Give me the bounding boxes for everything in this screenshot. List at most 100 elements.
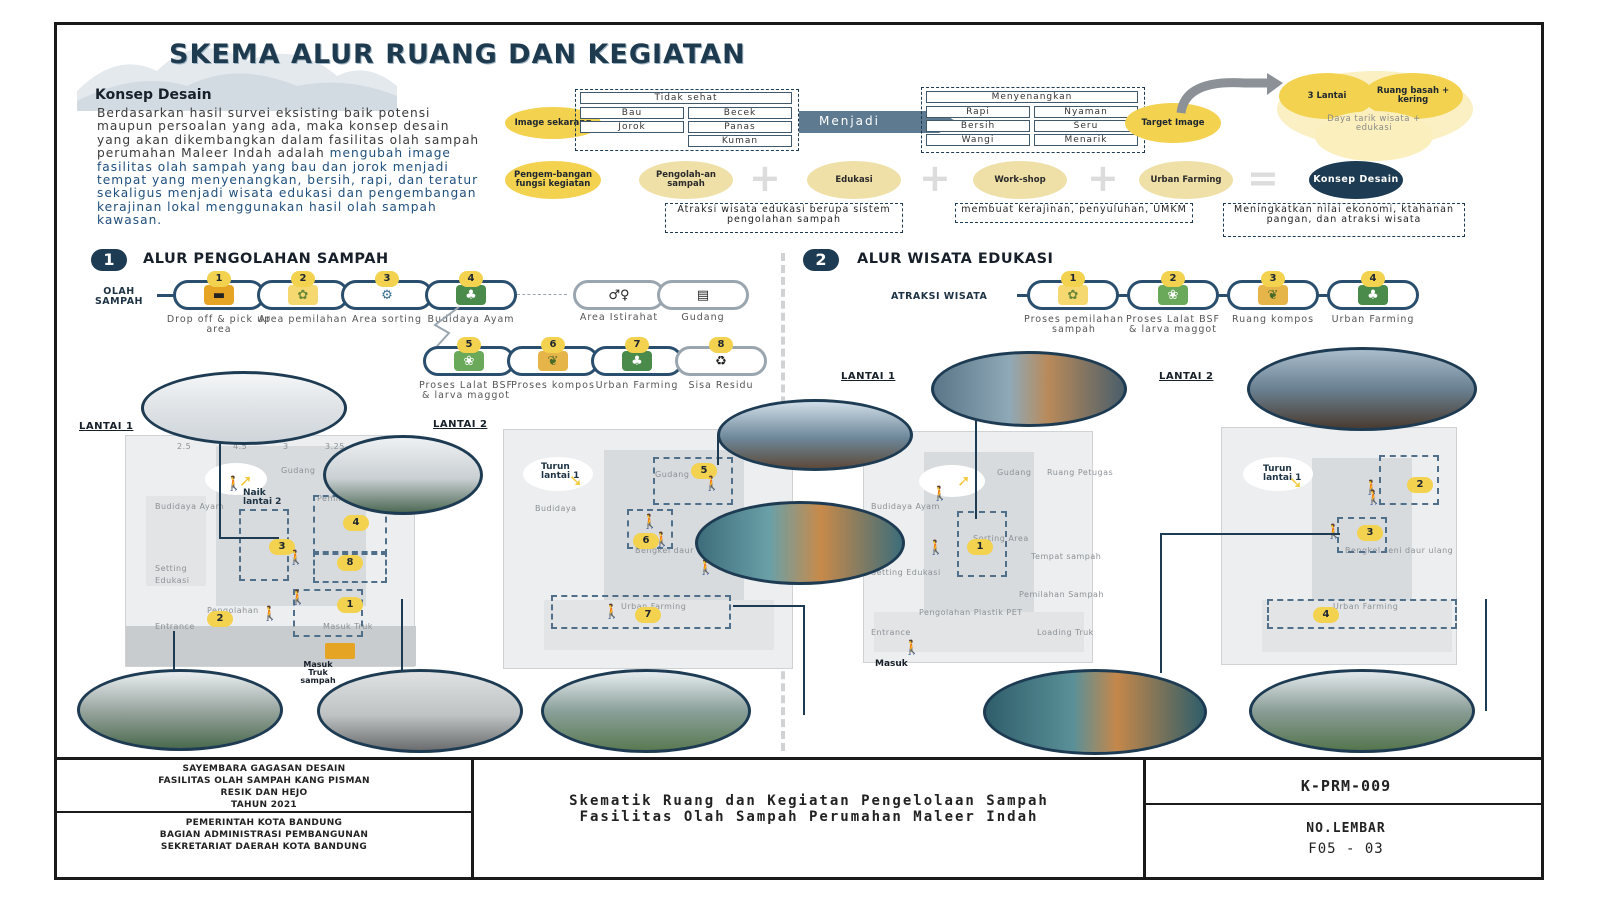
step-number: 2 <box>1161 271 1185 287</box>
s1-lantai1-label: LANTAI 1 <box>79 421 134 432</box>
stair-arrow-circle <box>523 457 593 491</box>
walking-person-icon: 🚶 <box>903 640 921 656</box>
step-number: 1 <box>1061 271 1085 287</box>
step-label: Ruang kompos <box>1231 314 1315 325</box>
room-label: Edukasi <box>155 576 190 585</box>
room-label: Budidaya Ayam <box>155 502 224 511</box>
walking-person-icon: 🚶 <box>1365 490 1383 506</box>
konsep-paragraph: Berdasarkan hasil survei eksisting baik … <box>97 106 485 228</box>
render-photo <box>77 669 283 751</box>
room-label: Urban Farming <box>1333 602 1399 611</box>
edukasi-circle: Edukasi <box>807 161 901 199</box>
pengolahan-circle: Pengolah-an sampah <box>639 161 733 199</box>
section1-number: 1 <box>91 249 127 271</box>
turun-label: Turun lantai 1 <box>541 462 580 481</box>
step-label: Sisa Residu <box>688 380 754 391</box>
leader-line <box>219 537 279 539</box>
leader-line <box>1485 599 1487 711</box>
process-pill-istirahat: ♂♀ <box>573 280 665 310</box>
larva-icon: ❀ <box>1158 285 1188 305</box>
good-cell: Menarik <box>1034 134 1138 146</box>
step-label: Proses Lalat BSF & larva maggot <box>1126 314 1220 335</box>
plus-sign: + <box>749 156 781 200</box>
titleblock-government: PEMERINTAH KOTA BANDUNG BAGIAN ADMINISTR… <box>57 817 471 853</box>
compost-sack-icon: ❦ <box>1258 285 1288 305</box>
room-label: Pengolahan Plastik PET <box>919 608 1023 617</box>
poster-frame: SKEMA ALUR RUANG DAN KEGIATAN Konsep Des… <box>54 22 1544 880</box>
leader-line <box>1160 533 1162 673</box>
good-cell: Seru <box>1034 120 1138 132</box>
step-label: Area Istirahat <box>579 312 659 323</box>
walking-person-icon: 🚶 <box>1325 524 1343 540</box>
s2-lantai2-label: LANTAI 2 <box>1159 371 1214 382</box>
good-cell: Nyaman <box>1034 106 1138 118</box>
konsep-text-plain: Berdasarkan hasil survei eksisting baik … <box>97 106 480 161</box>
bad-cell: Becek <box>688 107 792 119</box>
equals-sign: = <box>1247 156 1279 200</box>
zone-marker: 4 <box>1313 607 1339 623</box>
up-arrow-icon: ➚ <box>239 471 253 490</box>
dimension-label: 2.5 <box>177 442 192 451</box>
room-label: Loading Truk <box>1037 628 1094 637</box>
room-label: Bengkel seni daur ulang <box>1345 546 1454 555</box>
zone-outline <box>1337 517 1387 553</box>
zone-marker: 1 <box>337 597 363 613</box>
tb-line: TAHUN 2021 <box>231 800 297 810</box>
tb-line: FASILITAS OLAH SAMPAH KANG PISMAN <box>158 776 370 786</box>
zone-outline <box>1379 455 1439 505</box>
menjadi-arrow <box>799 111 957 133</box>
room-label: Pengolahan <box>207 606 259 615</box>
dimension-label: 3.25 <box>325 442 345 451</box>
stair-arrow-circle <box>919 465 985 497</box>
up-arrow-icon: ➚ <box>957 471 971 490</box>
room-label: Setting Edukasi <box>871 568 941 577</box>
drawing-title: Skematik Ruang dan Kegiatan Pengelolaan … <box>477 793 1141 825</box>
zone-outline <box>293 589 363 637</box>
drawing-code: K-PRM-009 <box>1300 777 1392 795</box>
stair-arrow-circle <box>1243 457 1313 491</box>
leader-line <box>975 399 977 519</box>
konsep-desain-circle: Konsep Desain <box>1309 161 1403 199</box>
step-label: Drop off & pick up area <box>166 314 272 335</box>
render-photo <box>323 435 483 515</box>
bad-cell: Kuman <box>688 135 792 147</box>
konsep-heading: Konsep Desain <box>95 87 212 103</box>
process-pill-dropoff: ▬ <box>173 280 265 310</box>
bad-cell: Panas <box>688 121 792 133</box>
menjadi-label: Menjadi <box>819 114 880 128</box>
workshop-circle: Work-shop <box>973 161 1067 199</box>
restroom-icon: ♂♀ <box>608 287 630 303</box>
recycle-gear-icon: ⚙ <box>381 287 393 303</box>
truck-icon: ▬ <box>204 285 234 305</box>
s1-lantai2-label: LANTAI 2 <box>433 419 488 430</box>
curved-arrow <box>1176 73 1283 114</box>
leader-line <box>1160 533 1340 535</box>
zone-marker: 6 <box>633 533 659 549</box>
walking-person-icon: 🚶 <box>927 540 945 556</box>
walking-person-icon: 🚶 <box>289 590 307 606</box>
step-number: 8 <box>709 337 733 353</box>
walking-person-icon: 🚶 <box>1363 480 1381 496</box>
naik-label: Naik lantai 2 <box>243 488 282 507</box>
residue-bin-icon: ♻ <box>715 353 727 369</box>
turun-label: Turun lantai 1 <box>1263 464 1302 483</box>
step-label: Proses kompos <box>511 380 595 391</box>
flow-connector-dashed <box>517 294 567 295</box>
leader-line <box>401 599 403 673</box>
walking-person-icon: 🚶 <box>931 486 949 502</box>
masuk-truk-label: Masuk Truk sampah <box>300 660 336 685</box>
development-circle: Pengem-bangan fungsi kegiatan <box>505 161 601 199</box>
good-image-box: Menyenangkan Rapi Nyaman Bersih Seru Wan… <box>921 87 1145 153</box>
step-label: Area pemilahan <box>258 314 348 325</box>
section1-title: ALUR PENGOLAHAN SAMPAH <box>143 251 389 267</box>
plus-sign: + <box>1087 156 1119 200</box>
walking-person-icon: 🚶 <box>287 550 305 566</box>
zone-outline <box>313 551 387 583</box>
plant-tray-icon: ♣ <box>1358 285 1388 305</box>
step-number: 7 <box>625 337 649 353</box>
note-atraksi: Atraksi wisata edukasi berupa sistem pen… <box>665 203 903 233</box>
zone-marker: 3 <box>269 539 295 555</box>
zone-outline <box>551 595 731 629</box>
larva-icon: ❀ <box>454 351 484 371</box>
truck-icon <box>325 643 355 659</box>
